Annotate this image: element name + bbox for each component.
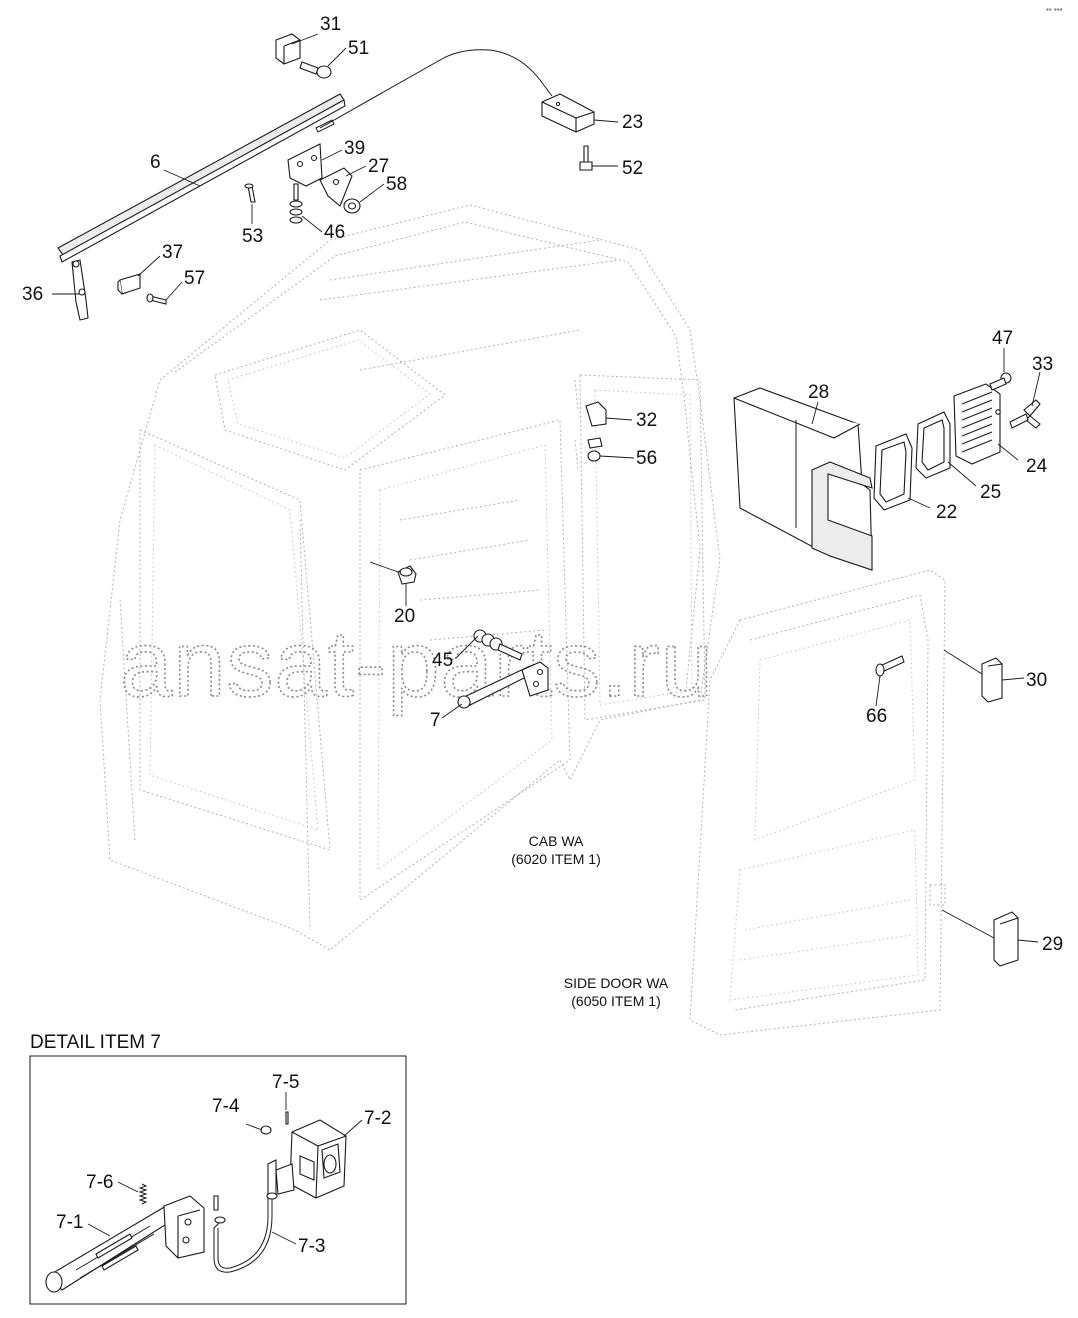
label-36: 36 [22, 284, 43, 305]
label-7-3: 7-3 [298, 1236, 325, 1257]
label-47: 47 [992, 328, 1013, 349]
screw-part-52 [579, 145, 593, 171]
label-29: 29 [1042, 934, 1063, 955]
detail-cable-part-7-3 [213, 1196, 273, 1273]
label-66: 66 [866, 706, 887, 727]
label-27: 27 [368, 156, 389, 177]
callout-labels: 31 51 23 52 6 39 27 58 53 46 37 57 36 47… [22, 14, 1063, 955]
label-25: 25 [980, 482, 1001, 503]
cab-ghost-outline [99, 204, 721, 951]
cushion-part-29 [993, 911, 1019, 967]
bolt-part-57 [146, 293, 167, 305]
detail-pin-part-7-5 [285, 1111, 289, 1125]
switch-part-23 [541, 93, 595, 133]
bracket-part-36 [71, 259, 89, 321]
lever-part-7 [457, 661, 549, 709]
washer-stack-part-46 [289, 183, 303, 224]
clip-part-37 [117, 273, 141, 295]
label-6: 6 [150, 152, 161, 173]
clip-part-32 [585, 401, 607, 427]
detail-nut-part-7-4 [260, 1125, 272, 1135]
corner-mark: ▪▪ ▪▪▪ [1046, 5, 1063, 14]
label-28: 28 [808, 382, 829, 403]
label-22: 22 [936, 502, 957, 523]
plug-part-20 [397, 565, 417, 585]
vent-cover-part-24 [953, 383, 1001, 465]
label-56: 56 [636, 448, 657, 469]
label-51: 51 [348, 38, 369, 59]
nut-part-58 [343, 198, 361, 214]
label-52: 52 [622, 158, 643, 179]
screw-part-66 [875, 655, 905, 677]
detail-frame [29, 1055, 407, 1305]
label-46: 46 [324, 222, 345, 243]
label-58: 58 [386, 174, 407, 195]
label-37: 37 [162, 242, 183, 263]
label-24: 24 [1026, 456, 1048, 477]
detail-parts [45, 1111, 347, 1293]
gasket-part-22 [873, 433, 913, 511]
label-31: 31 [320, 14, 341, 35]
bolt-set-part-45 [473, 629, 523, 661]
detail-latch-part-7-2 [275, 1119, 347, 1199]
label-30: 30 [1026, 670, 1047, 691]
label-7-5: 7-5 [272, 1072, 299, 1093]
nut-part-31 [275, 33, 301, 65]
label-23: 23 [622, 112, 643, 133]
door-caption-line1: SIDE DOOR WA [564, 975, 669, 991]
detail-spring-part-7-6 [138, 1183, 148, 1205]
label-7-4: 7-4 [212, 1096, 240, 1117]
label-7-6: 7-6 [86, 1172, 113, 1193]
cab-caption-line1: CAB WA [529, 833, 584, 849]
leader-lines [52, 33, 1041, 943]
label-7: 7 [430, 710, 441, 731]
plate-part-27 [319, 167, 353, 207]
screw-part-56 [587, 437, 603, 462]
cab-caption-line2: (6020 ITEM 1) [511, 851, 600, 867]
gasket-part-25 [915, 411, 951, 479]
label-57: 57 [184, 268, 205, 289]
bolt-part-53 [244, 183, 256, 203]
wing-nut-part-33 [1009, 399, 1041, 429]
panel-part-28 [733, 387, 873, 571]
bracket-part-39 [287, 143, 323, 187]
label-32: 32 [636, 410, 657, 431]
label-53: 53 [242, 226, 263, 247]
detail-labels: 7-5 7-4 7-2 7-6 7-1 7-3 [56, 1072, 391, 1257]
door-caption-line2: (6050 ITEM 1) [571, 993, 660, 1009]
watermark-text: ansat-parts.ru [120, 611, 714, 716]
label-45: 45 [432, 650, 453, 671]
detail-lever-part-7-1 [45, 1195, 219, 1293]
label-7-2: 7-2 [364, 1108, 391, 1129]
label-7-1: 7-1 [56, 1212, 83, 1233]
bolt-part-47 [989, 372, 1012, 391]
label-39: 39 [344, 138, 365, 159]
detail-leader-lines [87, 1092, 363, 1245]
label-33: 33 [1032, 354, 1053, 375]
bolt-part-51 [299, 61, 332, 79]
assembly-captions: CAB WA (6020 ITEM 1) SIDE DOOR WA (6050 … [511, 833, 669, 1009]
door-ghost-outline [689, 569, 946, 1036]
cable-line [319, 49, 553, 129]
detail-title: DETAIL ITEM 7 [30, 1032, 161, 1053]
cushion-part-30 [981, 657, 1003, 703]
rail-part-6 [57, 93, 346, 263]
label-20: 20 [394, 606, 415, 627]
